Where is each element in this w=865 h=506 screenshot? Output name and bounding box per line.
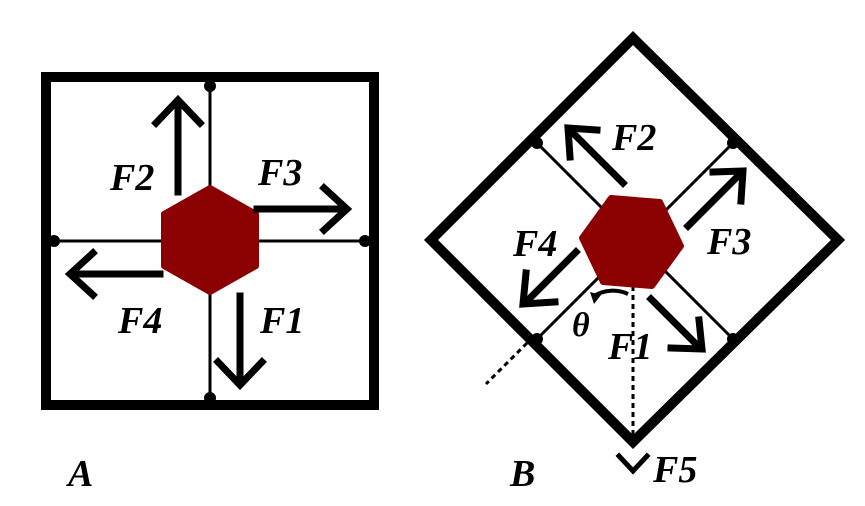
panel-b-hexagon-hub — [579, 195, 684, 289]
panel-b-label-f1: F1 — [607, 326, 652, 368]
panel-a-label-f3: F3 — [257, 152, 302, 194]
panel-b-arrow-f3 — [683, 167, 747, 231]
panel-b-label-f3: F3 — [706, 221, 751, 263]
panel-a-junction-bottom — [204, 392, 216, 404]
panel-a-junction-top — [204, 80, 216, 92]
panel-a: F2 F3 F4 F1 A — [41, 72, 379, 495]
panel-a-label-f1: F1 — [259, 300, 304, 342]
panel-b-arrow-f1 — [646, 294, 706, 353]
panel-b-arrow-f2 — [564, 124, 628, 188]
panel-a-arrow-f4 — [64, 248, 164, 300]
panel-b-theta-arrowhead — [590, 292, 601, 304]
panel-b-junction-lower-right — [727, 333, 739, 345]
panel-b-label-f2: F2 — [611, 117, 656, 159]
panel-b-junction-lower-left — [531, 333, 543, 345]
panel-b: F2 F3 F4 F1 F5 θ B — [423, 30, 846, 495]
panel-b-caption: B — [509, 453, 535, 495]
panel-a-caption: A — [66, 453, 93, 495]
panel-b-dashed-extension — [484, 341, 529, 386]
panel-b-junction-upper-left — [531, 137, 543, 149]
panel-a-junction-left — [48, 235, 60, 247]
panel-b-arrow-f4 — [519, 247, 581, 308]
panel-a-frame — [41, 72, 379, 410]
panel-a-arrow-f2 — [151, 94, 205, 196]
panel-a-junction-right — [359, 235, 371, 247]
panel-a-arrow-f3 — [253, 183, 353, 235]
panel-b-label-f5: F5 — [652, 449, 697, 491]
panel-b-frame — [423, 30, 846, 450]
panel-b-arrow-f5 — [615, 452, 651, 475]
panel-a-hexagon-hub — [161, 185, 259, 295]
panel-a-label-f4: F4 — [117, 300, 162, 342]
panel-b-junction-upper-right — [727, 137, 739, 149]
panel-b-label-theta: θ — [572, 307, 590, 344]
panel-a-arrow-f1 — [213, 292, 267, 391]
panel-b-label-f4: F4 — [512, 223, 557, 265]
panel-a-label-f2: F2 — [109, 157, 154, 199]
